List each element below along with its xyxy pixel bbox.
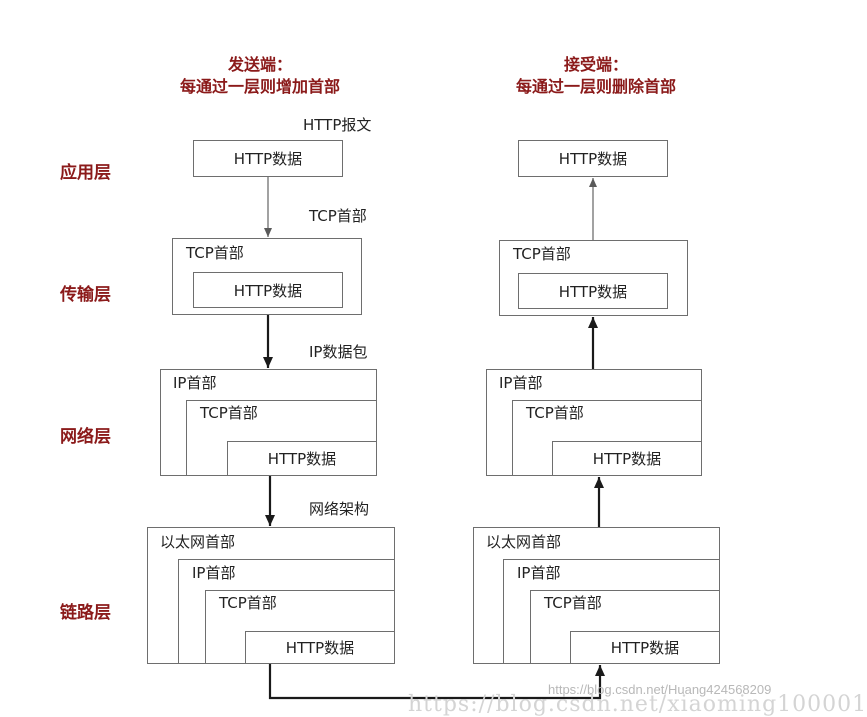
layer-network-label: 网络层 xyxy=(60,427,111,447)
http-data-label: HTTP数据 xyxy=(558,282,628,301)
caption-network-frame: 网络架构 xyxy=(309,500,370,518)
sender-network-http-data: HTTP数据 xyxy=(227,441,377,476)
receiver-title: 接受端： xyxy=(563,55,628,74)
connector-arrows xyxy=(263,177,605,700)
http-data-label: HTTP数据 xyxy=(233,150,303,168)
sender-transport-http-data: HTTP数据 xyxy=(193,272,343,308)
tcp-header-label: TCP首部 xyxy=(186,244,244,262)
receiver-app-http-data: HTTP数据 xyxy=(518,140,668,177)
receiver-network-http-data: HTTP数据 xyxy=(552,441,702,476)
receiver-transport-http-data: HTTP数据 xyxy=(518,273,668,309)
tcp-header-label: TCP首部 xyxy=(513,245,571,263)
layer-transport-label: 传输层 xyxy=(60,285,111,305)
receiver-header: 接受端： 每通过一层则删除首部 xyxy=(496,54,696,98)
ip-header-label: IP首部 xyxy=(517,564,561,582)
http-data-label: HTTP数据 xyxy=(592,450,662,468)
sender-app-http-data: HTTP数据 xyxy=(193,140,343,177)
tcp-header-label: TCP首部 xyxy=(219,594,277,612)
sender-title: 发送端： xyxy=(227,55,292,74)
http-data-label: HTTP数据 xyxy=(285,639,355,657)
http-data-label: HTTP数据 xyxy=(610,639,680,657)
ip-header-label: IP首部 xyxy=(173,374,217,392)
caption-tcp-header: TCP首部 xyxy=(309,207,367,225)
ethernet-header-label: 以太网首部 xyxy=(486,533,562,551)
caption-ip-packet: IP数据包 xyxy=(309,343,368,361)
layer-application-label: 应用层 xyxy=(60,163,111,183)
http-data-label: HTTP数据 xyxy=(558,150,628,168)
http-data-label: HTTP数据 xyxy=(233,281,303,300)
tcp-header-label: TCP首部 xyxy=(544,594,602,612)
layer-link-label: 链路层 xyxy=(60,603,111,623)
sender-description: 每通过一层则增加首部 xyxy=(179,77,340,96)
receiver-description: 每通过一层则删除首部 xyxy=(515,77,676,96)
ip-header-label: IP首部 xyxy=(192,564,236,582)
ip-header-label: IP首部 xyxy=(499,374,543,392)
sender-header: 发送端： 每通过一层则增加首部 xyxy=(160,54,360,98)
ethernet-header-label: 以太网首部 xyxy=(160,533,236,551)
tcp-header-label: TCP首部 xyxy=(200,404,258,422)
watermark-faint-url: https://blog.csdn.net/xiaoming100001 xyxy=(408,692,867,717)
tcp-header-label: TCP首部 xyxy=(526,404,584,422)
http-data-label: HTTP数据 xyxy=(267,450,337,468)
sender-link-http-data: HTTP数据 xyxy=(245,631,395,664)
watermark-csdn-url: https://blog.csdn.net/Huang424568209 xyxy=(548,682,772,697)
caption-http-message: HTTP报文 xyxy=(303,116,372,134)
arrow-physical-link xyxy=(268,664,605,700)
receiver-link-http-data: HTTP数据 xyxy=(570,631,720,664)
